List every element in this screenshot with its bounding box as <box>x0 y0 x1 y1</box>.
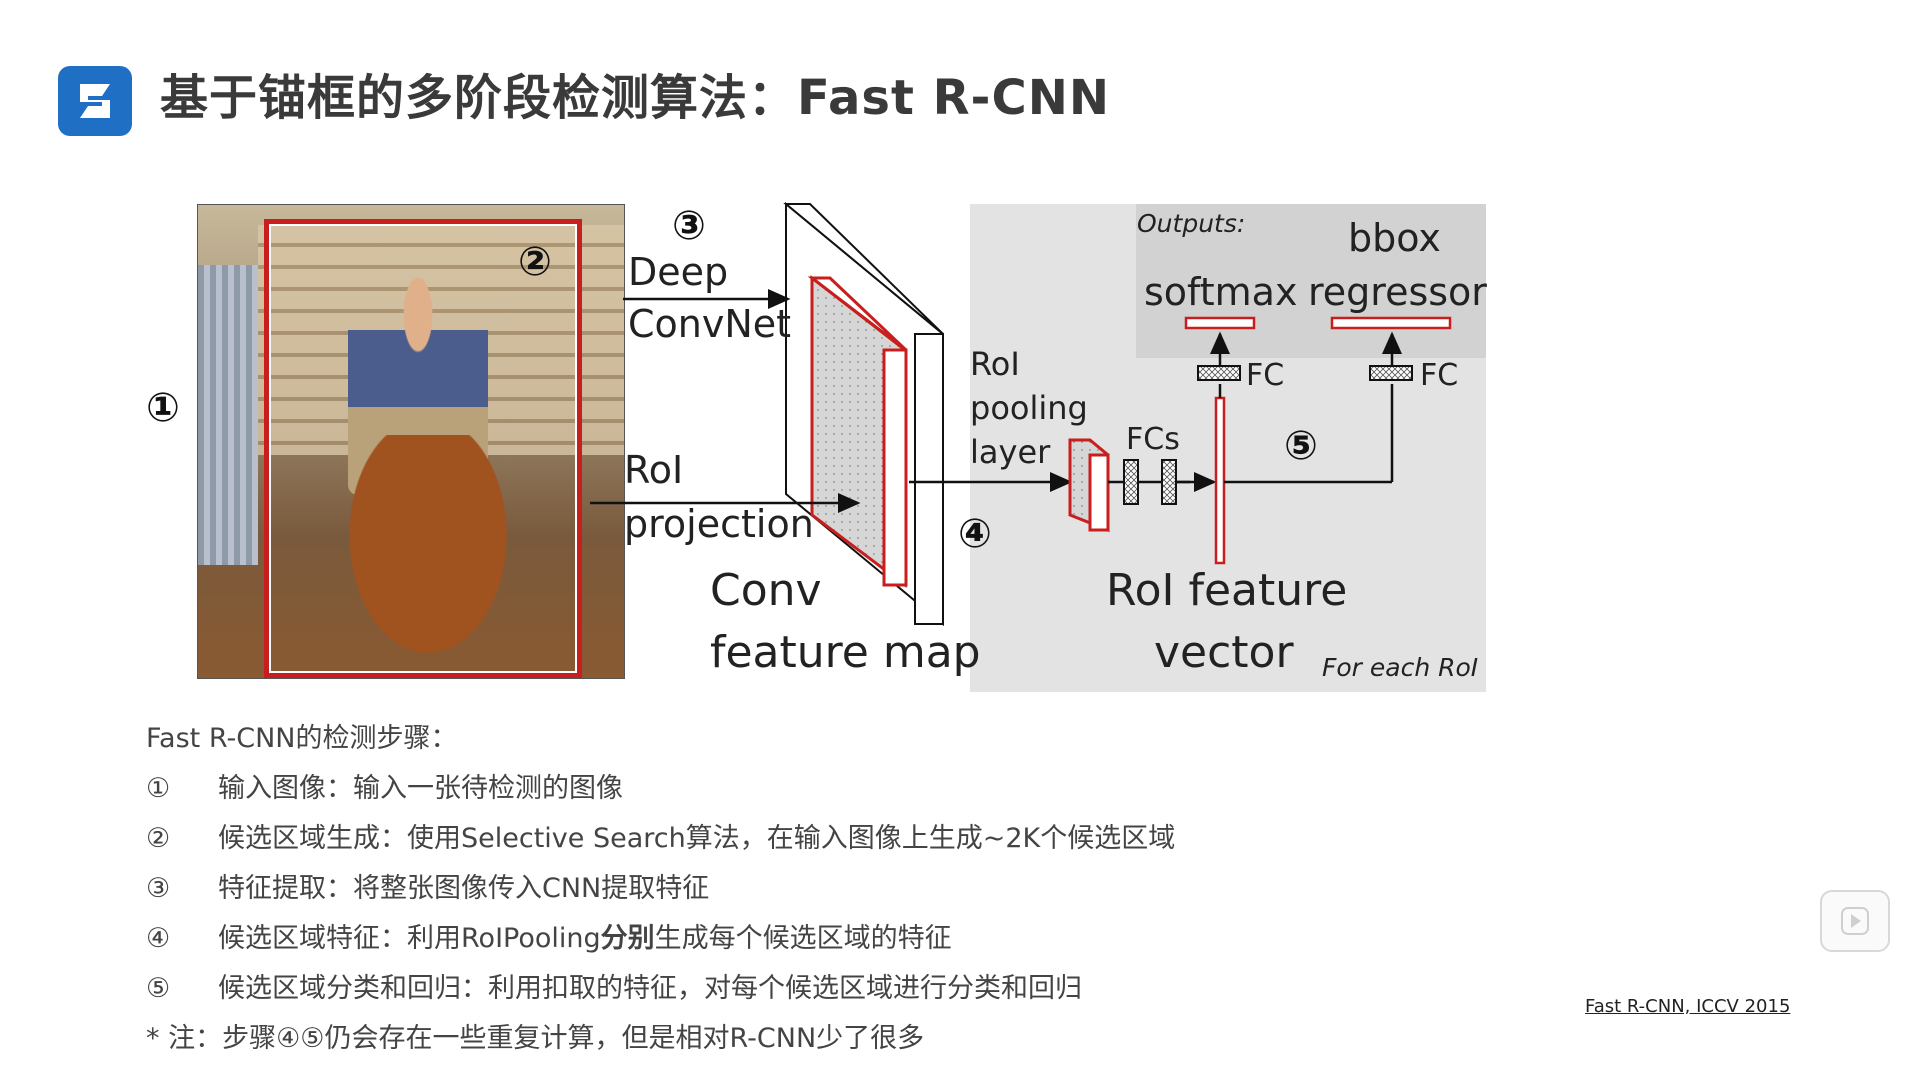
conv-feature-map-block <box>783 201 944 627</box>
step-marker-1: ① <box>146 385 180 431</box>
s-logo-icon <box>80 84 110 118</box>
step-marker-3: ③ <box>672 203 706 249</box>
fc-block-2 <box>1161 459 1177 505</box>
step-text: 输入图像：输入一张待检测的图像 <box>218 773 623 804</box>
page-title: 基于锚框的多阶段检测算法：Fast R-CNN <box>160 70 1111 126</box>
label-softmax: softmax <box>1144 270 1298 314</box>
step-item-4: ④ 候选区域特征：利用RoIPooling分别生成每个候选区域的特征 <box>146 916 952 955</box>
step-text-bold: 分别 <box>600 923 655 954</box>
label-roi-pool-2: pooling <box>970 389 1088 427</box>
step-item-3: ③ 特征提取：将整张图像传入CNN提取特征 <box>146 866 709 905</box>
outputs-panel <box>1136 204 1486 358</box>
fc-block-right <box>1369 365 1413 381</box>
fc-block-1 <box>1123 459 1139 505</box>
bbox-regressor-output <box>1330 316 1452 330</box>
step-num: ② <box>146 823 171 854</box>
label-for-each-roi: For each RoI <box>1322 653 1479 682</box>
step-marker-4: ④ <box>958 511 992 557</box>
play-button[interactable] <box>1820 890 1890 952</box>
step-item-5: ⑤ 候选区域分类和回归：利用扣取的特征，对每个候选区域进行分类和回归 <box>146 966 1082 1005</box>
step-num: ⑤ <box>146 973 171 1004</box>
input-image <box>197 204 625 679</box>
label-feature-map: feature map <box>710 627 981 678</box>
label-regressor: regressor <box>1308 270 1487 314</box>
roi-pooling-block <box>1068 438 1110 533</box>
step-item-2: ② 候选区域生成：使用Selective Search算法，在输入图像上生成~2K… <box>146 816 1175 855</box>
note: * 注：步骤④⑤仍会存在一些重复计算，但是相对R-CNN少了很多 <box>146 1023 925 1054</box>
label-fcs: FCs <box>1126 422 1180 457</box>
label-convnet: ConvNet <box>628 302 792 346</box>
step-marker-5: ⑤ <box>1284 423 1318 469</box>
step-text-after: 生成每个候选区域的特征 <box>654 923 952 954</box>
label-roi: RoI <box>624 448 684 492</box>
label-fc-right: FC <box>1420 358 1459 393</box>
step-num: ① <box>146 773 171 804</box>
play-icon <box>1841 907 1869 935</box>
label-roi-pool-3: layer <box>970 433 1051 471</box>
label-bbox: bbox <box>1348 216 1441 260</box>
softmax-output <box>1184 316 1256 330</box>
label-projection: projection <box>624 502 814 546</box>
roi-feature-vector <box>1214 396 1226 565</box>
label-conv: Conv <box>710 565 822 616</box>
step-marker-2: ② <box>518 239 552 285</box>
label-roi-feature: RoI feature <box>1106 565 1348 616</box>
label-deep: Deep <box>628 250 729 294</box>
step-num: ③ <box>146 873 171 904</box>
step-text: 候选区域生成：使用Selective Search算法，在输入图像上生成~2K个… <box>218 823 1176 854</box>
citation-link[interactable]: Fast R-CNN, ICCV 2015 <box>1585 996 1791 1017</box>
label-fc-left: FC <box>1246 358 1285 393</box>
step-text: 特征提取：将整张图像传入CNN提取特征 <box>218 873 710 904</box>
label-vector: vector <box>1154 627 1294 678</box>
step-item-1: ① 输入图像：输入一张待检测的图像 <box>146 766 623 805</box>
region-proposal-box <box>264 219 582 678</box>
fc-block-left <box>1197 365 1241 381</box>
label-roi-pool-1: RoI <box>970 345 1020 383</box>
steps-header: Fast R-CNN的检测步骤： <box>146 723 458 754</box>
step-text-before: 候选区域特征：利用RoIPooling <box>218 923 601 954</box>
logo <box>58 66 132 136</box>
step-text: 候选区域分类和回归：利用扣取的特征，对每个候选区域进行分类和回归 <box>218 973 1082 1004</box>
label-outputs: Outputs: <box>1137 209 1246 238</box>
step-num: ④ <box>146 923 171 954</box>
